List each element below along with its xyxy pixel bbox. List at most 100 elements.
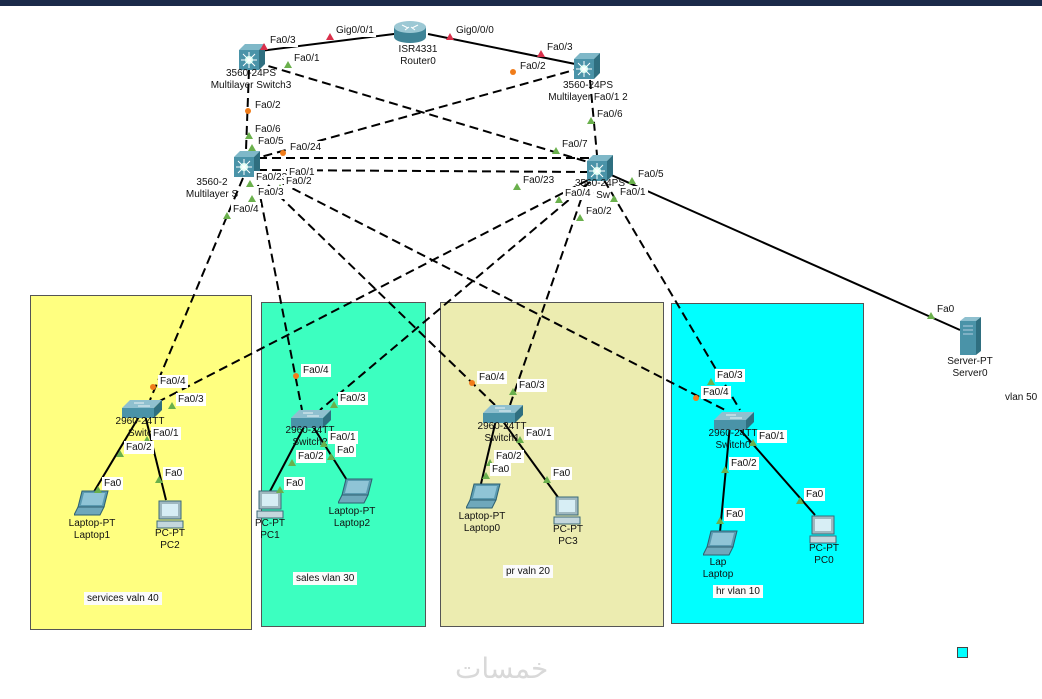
link-mlsml-switch [149,177,244,401]
port-label: Fa0/1 [757,430,787,443]
device-name: PC2 [160,540,180,551]
switch-icon[interactable] [714,410,754,435]
device-name: Laptop1 [73,530,111,541]
port-up-indicator [721,466,729,473]
multilayer-switch-icon[interactable] [232,149,260,182]
port-down-indicator [326,33,334,40]
pc-icon[interactable] [155,500,185,535]
port-label: Fa0/2 [124,441,154,454]
port-label: Fa0/5 [636,168,666,181]
port-label: Gig0/0/1 [334,24,376,37]
switch-icon[interactable] [483,403,523,428]
port-label: Fa0 [804,488,826,501]
router-icon[interactable] [393,20,427,49]
laptop-icon[interactable] [702,530,739,561]
port-up-indicator [513,183,521,190]
port-up-indicator [223,212,231,219]
port-up-indicator [245,132,253,139]
link-mlsmr-switch [151,179,589,406]
watermark: خمسات [455,652,549,685]
port-up-indicator [749,439,757,446]
multilayer-switch-icon[interactable] [572,51,600,84]
port-label: Fa0/24 [288,141,324,154]
zone-label-sales: sales vlan 30 [293,572,358,585]
port-up-indicator [796,497,804,504]
title-bar [0,0,1042,6]
device-model: 3560-24PS [574,178,626,189]
switch-icon[interactable] [291,408,331,433]
device-name: Multilayer S [185,189,239,200]
port-down-indicator [260,43,268,50]
port-up-indicator [543,476,551,483]
note-marker[interactable] [957,647,968,658]
device-name: r Sw [589,190,610,201]
device-model: Server-PT [947,356,993,367]
device-model: Laptop-PT [328,506,376,517]
port-blocked-indicator [693,395,699,401]
pc-icon[interactable] [808,515,838,550]
port-label: Fa0/1 [328,431,358,444]
device-model: 2960-24TT [708,428,758,439]
laptop-icon[interactable] [73,490,110,521]
port-label: Fa0/7 [560,138,590,151]
device-name: PC3 [558,536,578,547]
zone-label-vlan50: vlan 50 [1002,391,1041,404]
port-label: Fa0/4 [158,375,188,388]
port-down-indicator [537,50,545,57]
port-label: Fa0/1 [618,186,648,199]
multilayer-switch-icon[interactable] [237,42,265,75]
device-model: Lap [709,557,727,568]
device-model: PC-PT [809,543,839,554]
laptop-icon[interactable] [337,478,374,509]
port-up-indicator [248,144,256,151]
zone-label-hr: hr vlan 10 [713,585,763,598]
port-label: Fa0/5 [256,135,286,148]
laptop-icon[interactable] [465,483,502,514]
zone-services-vlan40 [30,295,252,630]
port-label: Fa0/1 [524,427,554,440]
device-name: Multilayer Fa0/1 2 [548,92,628,103]
port-up-indicator [716,517,724,524]
multilayer-switch-icon[interactable] [585,153,613,186]
port-blocked-indicator [245,108,251,114]
port-up-indicator [707,378,715,385]
port-label: Gig0/0/0 [454,24,496,37]
port-up-indicator [288,459,296,466]
port-blocked-indicator [510,69,516,75]
server-icon[interactable] [958,316,982,361]
port-up-indicator [330,401,338,408]
device-name: PC1 [260,530,280,541]
port-label: Fa0/1 [292,52,322,65]
port-blocked-indicator [469,380,475,386]
device-model: 3560-24PS [225,68,277,79]
port-label: Fa0 [935,303,957,316]
device-model: 2960-24TT [115,416,165,427]
port-label: Fa0 [551,467,573,480]
port-label: Fa0/2 [284,175,314,188]
port-label: Fa0 [724,508,746,521]
port-up-indicator [143,436,151,443]
link-mls3-mlsmr [254,61,599,166]
port-label: Fa0/3 [176,393,206,406]
link-mlsmr-switch2 [319,181,591,411]
switch-icon[interactable] [122,398,162,423]
pc-icon[interactable] [255,490,285,525]
pc-icon[interactable] [552,496,582,531]
device-model: 3560-24PS [562,80,614,91]
device-name: Router0 [400,56,436,67]
port-label: Fa0/2 [253,99,283,112]
port-label: Fa0/2 [584,205,614,218]
port-label: Fa0 [102,477,124,490]
port-label: Fa0/6 [595,108,625,121]
port-up-indicator [486,459,494,466]
port-blocked-indicator [293,373,299,379]
port-up-indicator [587,117,595,124]
link-mls2-mlsmr [589,79,598,156]
